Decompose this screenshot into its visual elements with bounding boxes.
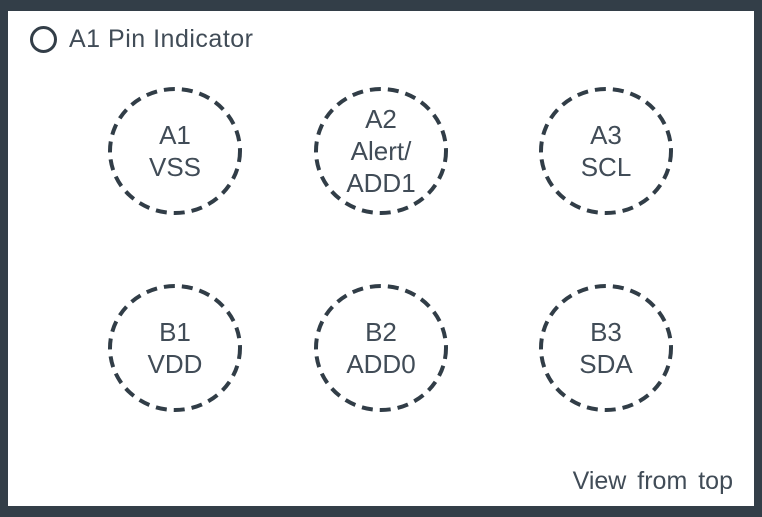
pin-id: B3	[590, 317, 622, 347]
pin-function: SDA	[579, 349, 633, 379]
pin-id: A3	[590, 120, 622, 150]
pin-function: SCL	[580, 152, 632, 182]
pin-function: VSS	[148, 152, 202, 182]
pin-circle-icon	[539, 284, 673, 412]
pin-function: ADD0	[346, 349, 416, 379]
pin-id: B1	[159, 317, 191, 347]
pin-circle-icon	[314, 284, 448, 412]
pin-id: A2	[365, 104, 397, 134]
pin-circle-icon	[539, 87, 673, 215]
a1-pin-indicator: A1 Pin Indicator	[30, 25, 254, 54]
pin-circle-icon	[108, 284, 242, 412]
a1-pin-indicator-label: A1 Pin Indicator	[69, 25, 254, 53]
pin-circle-icon	[108, 87, 242, 215]
pin-function: VDD	[147, 349, 203, 379]
pin-function: Alert/ ADD1	[346, 136, 416, 198]
view-from-top-note: View from top	[572, 467, 733, 495]
pin-id: B2	[365, 317, 397, 347]
pin-circle-icon	[314, 87, 448, 215]
a1-pin-indicator-icon	[30, 26, 57, 53]
pin-id: A1	[159, 120, 191, 150]
